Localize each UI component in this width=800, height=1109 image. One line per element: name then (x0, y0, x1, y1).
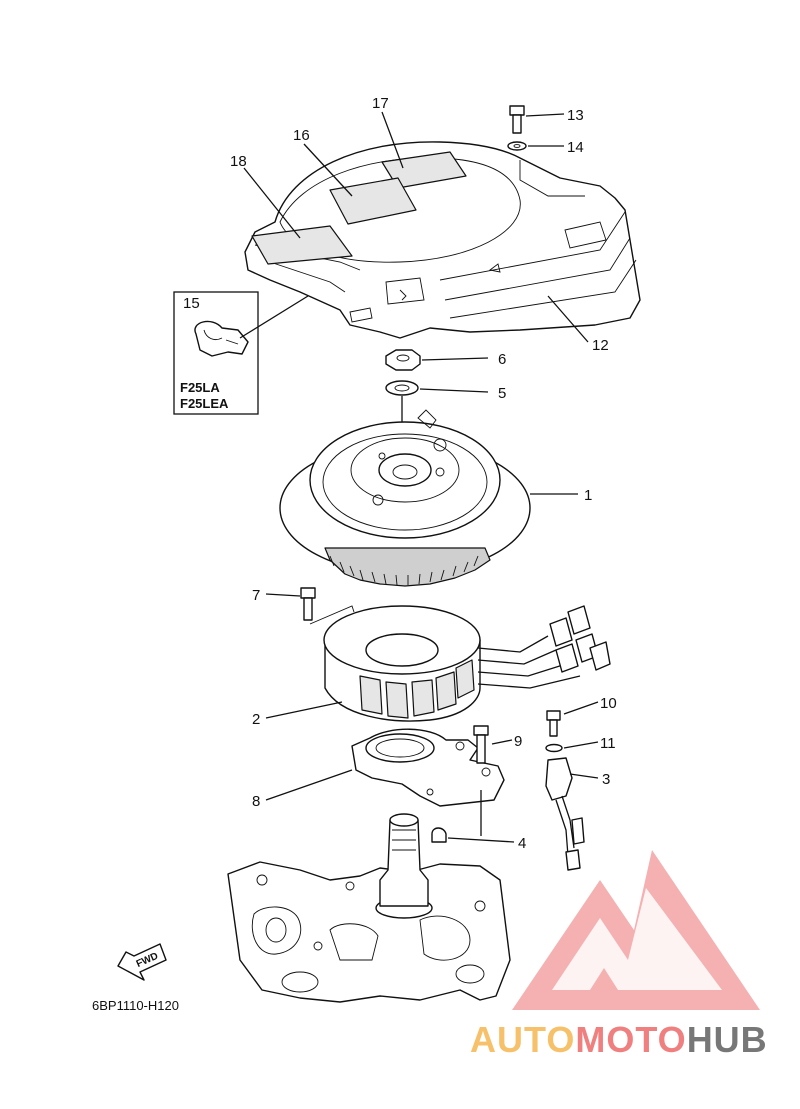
washer-11 (545, 743, 563, 753)
callout-3: 3 (602, 771, 610, 788)
callout-17: 17 (372, 95, 389, 112)
callout-7: 7 (252, 587, 260, 604)
callout-6: 6 (498, 351, 506, 368)
callout-4: 4 (518, 835, 526, 852)
watermark-hub: HUB (687, 1019, 768, 1060)
crankcase (227, 813, 511, 1003)
part-key (431, 827, 447, 843)
nut-6 (385, 349, 421, 371)
diagram-code: 6BP1110-H120 (92, 998, 179, 1013)
decal-16 (329, 177, 417, 225)
watermark-moto: MOTO (575, 1019, 686, 1060)
washer-14 (507, 141, 527, 151)
bolt-13 (509, 105, 525, 134)
bolt-10 (546, 710, 561, 737)
callout-2: 2 (252, 711, 260, 728)
part-flywheel (279, 409, 531, 587)
callout-12: 12 (592, 337, 609, 354)
leader-lines (239, 111, 599, 843)
bolt-7 (300, 587, 316, 621)
decal-18 (251, 225, 353, 265)
fwd-arrow (117, 943, 167, 981)
callout-1: 1 (584, 487, 592, 504)
callout-9: 9 (514, 733, 522, 750)
callout-13: 13 (567, 107, 584, 124)
callout-14: 14 (567, 139, 584, 156)
callout-11: 11 (600, 735, 616, 752)
inset-box (173, 291, 259, 415)
callout-18: 18 (230, 153, 247, 170)
callout-8: 8 (252, 793, 260, 810)
callout-10: 10 (600, 695, 617, 712)
inset-model-1: F25LA (180, 380, 220, 395)
callout-15: 15 (183, 295, 200, 312)
callout-16: 16 (293, 127, 310, 144)
washer-5 (385, 380, 419, 396)
part-stator (323, 605, 611, 722)
callout-labels: 17 16 18 13 14 12 15 6 5 1 7 2 8 9 10 11… (183, 95, 617, 852)
callout-5: 5 (498, 385, 506, 402)
watermark-auto: AUTO (470, 1019, 575, 1060)
part-stator-holder (351, 728, 505, 807)
watermark-text: AUTOMOTOHUB (470, 1019, 768, 1060)
part-pulser-coil (545, 757, 585, 871)
inset-model-2: F25LEA (180, 396, 229, 411)
watermark-logo (512, 850, 760, 1010)
bolt-9 (473, 725, 489, 764)
